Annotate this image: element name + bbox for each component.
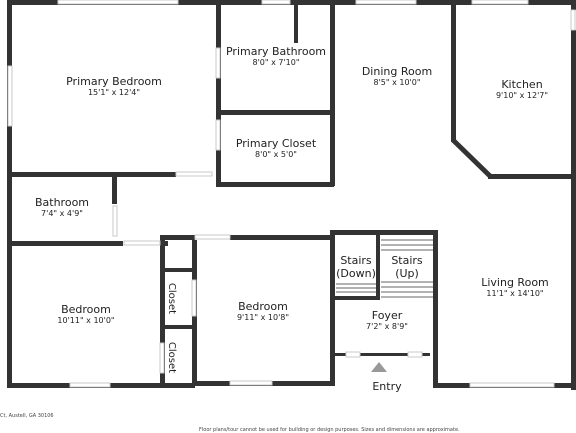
room-name: Primary Closet [235, 137, 317, 150]
entry-label: Entry [372, 380, 402, 393]
room-dimensions: 8'0" x 5'0" [255, 150, 297, 160]
room-name: Kitchen [501, 78, 543, 91]
room-dimensions: 15'1" x 12'4" [87, 88, 141, 98]
room-dimensions: 10'11" x 10'0" [57, 316, 115, 326]
room-dimensions: 7'2" x 8'9" [366, 322, 408, 332]
room-stairs-down: Stairs (Down) [334, 254, 378, 280]
room-name: Bathroom [34, 196, 90, 209]
room-closet-2: Closet [166, 341, 178, 374]
room-primary-closet: Primary Closet 8'0" x 5'0" [221, 137, 331, 160]
room-primary-bedroom: Primary Bedroom 15'1" x 12'4" [34, 75, 194, 98]
room-bedroom-1: Bedroom 10'11" x 10'0" [30, 303, 142, 326]
room-dining: Dining Room 8'5" x 10'0" [347, 65, 447, 88]
room-dimensions: 9'10" x 12'7" [495, 91, 549, 101]
room-name: Bedroom [61, 303, 111, 316]
room-name: Living Room [481, 276, 549, 289]
room-name: Foyer [371, 309, 403, 322]
windows [7, 0, 576, 388]
room-dimensions: 8'0" x 7'10" [252, 58, 300, 68]
footer-disclaimer: Floor plans/tour cannot be used for buil… [199, 427, 460, 433]
room-dimensions: 7'4" x 4'9" [41, 209, 83, 219]
room-living: Living Room 11'1" x 14'10" [460, 276, 570, 299]
room-name: Dining Room [361, 65, 433, 78]
room-name: Primary Bedroom [66, 75, 162, 88]
room-kitchen: Kitchen 9'10" x 12'7" [472, 78, 572, 101]
room-bathroom: Bathroom 7'4" x 4'9" [14, 196, 110, 219]
room-name: Stairs (Up) [391, 254, 423, 281]
room-stairs-up: Stairs (Up) [381, 254, 433, 280]
room-dimensions: 11'1" x 14'10" [486, 289, 544, 299]
room-dimensions: 9'11" x 10'8" [236, 313, 290, 323]
stair-treads [336, 239, 433, 298]
room-name: Stairs (Down) [336, 254, 376, 281]
entry-arrow-icon [371, 362, 387, 372]
room-dimensions: 8'5" x 10'0" [373, 78, 421, 88]
room-foyer: Foyer 7'2" x 8'9" [340, 309, 434, 332]
room-bedroom-2: Bedroom 9'11" x 10'8" [206, 300, 320, 323]
room-name: Bedroom [238, 300, 288, 313]
footer-address: Ct, Austell, GA 30106 [0, 413, 54, 419]
room-closet-1: Closet [166, 282, 178, 315]
room-name: Primary Bathroom [225, 45, 327, 58]
room-primary-bathroom: Primary Bathroom 8'0" x 7'10" [221, 45, 331, 68]
